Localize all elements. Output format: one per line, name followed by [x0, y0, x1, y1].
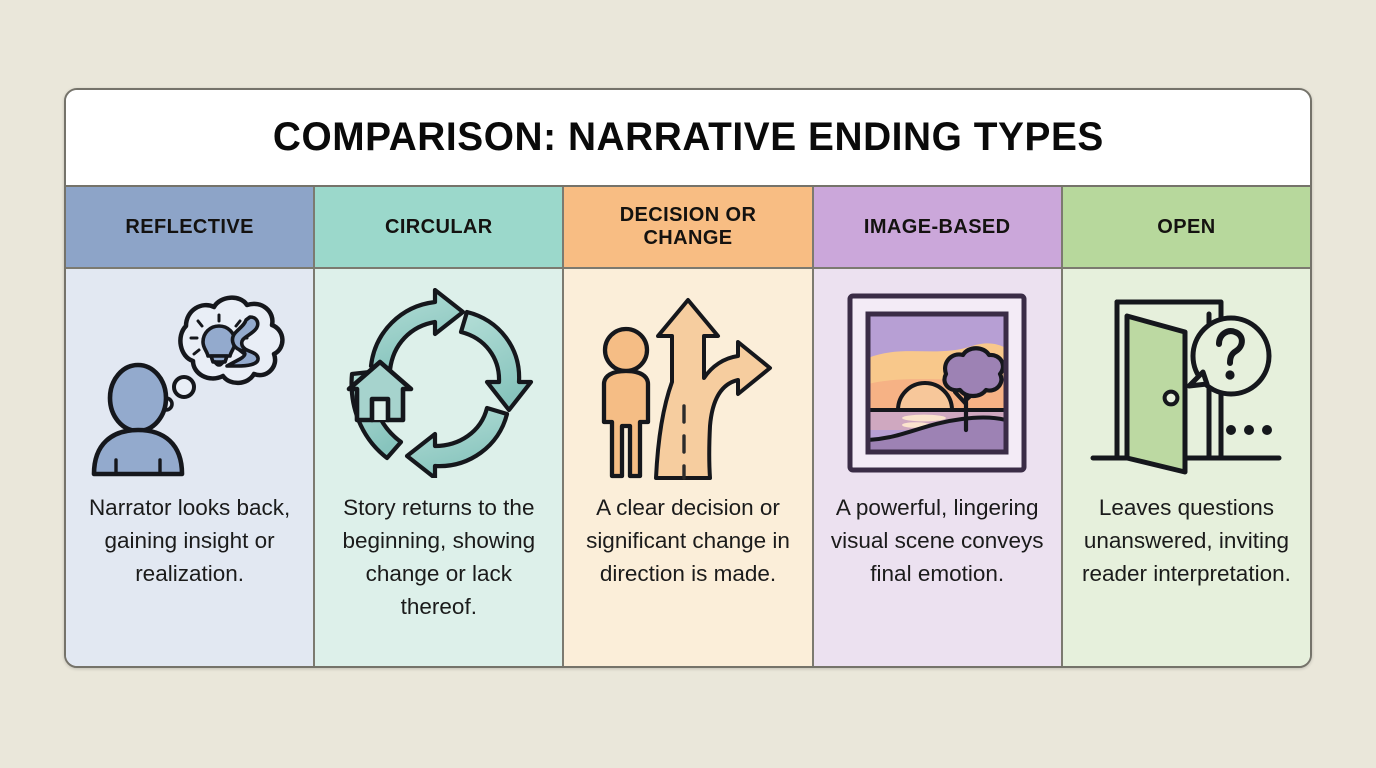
column-header-label: Reflective	[125, 215, 254, 238]
column-header-open: Open	[1062, 187, 1310, 269]
page-title: Comparison: Narrative Ending Types	[272, 115, 1104, 159]
framed-sunset-landscape-icon	[824, 283, 1051, 483]
column-body-image-based: A powerful, lingering visual scene conve…	[813, 269, 1061, 666]
column-description: Leaves questions unanswered, inviting re…	[1081, 495, 1291, 587]
column-header-label: Circular	[384, 215, 493, 238]
column-header-label: Open	[1157, 215, 1216, 238]
column-reflective: Reflective	[66, 187, 316, 666]
column-open: Open	[1062, 187, 1310, 666]
column-description: A powerful, lingering visual scene conve…	[830, 495, 1044, 587]
column-header-circular: Circular	[315, 187, 563, 269]
column-body-reflective: Narrator looks back, gaining insight or …	[66, 269, 314, 666]
open-door-question-mark-icon	[1073, 283, 1300, 483]
column-decision-or-change: Decision or Change	[564, 187, 814, 666]
column-body-decision-or-change: A clear decision or significant change i…	[564, 269, 812, 666]
comparison-table: Reflective	[66, 187, 1310, 666]
column-header-decision-or-change: Decision or Change	[564, 187, 812, 269]
column-body-circular: Story returns to the beginning, showing …	[315, 269, 563, 666]
person-thought-bubble-lightbulb-icon	[76, 283, 303, 483]
person-forked-road-arrows-icon	[574, 283, 801, 483]
column-body-open: Leaves questions unanswered, inviting re…	[1062, 269, 1310, 666]
column-description: Narrator looks back, gaining insight or …	[88, 495, 291, 587]
column-image-based: Image-Based	[813, 187, 1063, 666]
column-header-label: Image-Based	[863, 215, 1011, 238]
title-bar: Comparison: Narrative Ending Types	[66, 90, 1310, 187]
infographic-card: Comparison: Narrative Ending Types Refle…	[64, 88, 1312, 668]
column-description: Story returns to the beginning, showing …	[342, 495, 536, 620]
column-header-reflective: Reflective	[66, 187, 314, 269]
column-header-label: Decision or Change	[619, 204, 757, 249]
column-description: A clear decision or significant change i…	[586, 495, 790, 587]
column-circular: Circular	[315, 187, 565, 666]
column-header-image-based: Image-Based	[813, 187, 1061, 269]
circular-arrows-house-icon	[325, 283, 552, 483]
